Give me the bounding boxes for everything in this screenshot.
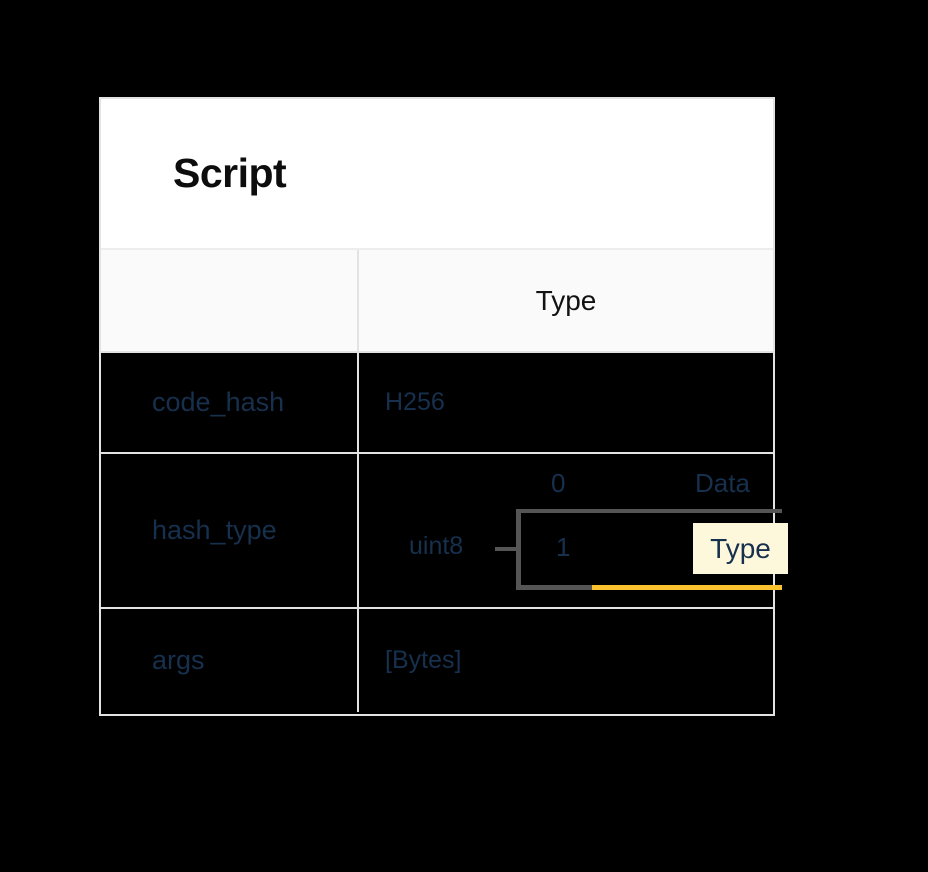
brace-branch-line-top	[516, 509, 782, 513]
header-cell-name	[101, 250, 359, 351]
hash-type-brace-diagram: uint8 0 Data 1 Type	[385, 454, 788, 607]
brace-connector-stub	[495, 547, 519, 551]
brace-branch-line-bottom-gray	[516, 585, 593, 590]
table-row: args [Bytes]	[101, 609, 773, 712]
brace-branch-label-type-text: Type	[710, 532, 771, 564]
page-title: Script	[173, 150, 287, 196]
field-name-label: code_hash	[152, 387, 285, 417]
field-type-cell: [Bytes]	[359, 609, 773, 712]
field-name-label: args	[152, 645, 205, 675]
brace-branch-line-bottom-accent	[592, 585, 782, 590]
header-cell-type: Type	[359, 250, 773, 351]
field-type-label: [Bytes]	[385, 646, 462, 674]
field-type-cell: uint8 0 Data 1 Type	[359, 454, 788, 607]
field-name-cell: code_hash	[101, 353, 359, 452]
table-header-row: Type	[101, 250, 773, 353]
brace-base-type-label: uint8	[409, 532, 464, 560]
field-type-label: H256	[385, 388, 445, 416]
brace-branch-label-type-highlight: Type	[693, 523, 788, 574]
brace-branch-value-1: 1	[556, 532, 571, 562]
header-label-type: Type	[535, 284, 597, 316]
brace-branch-label-data: Data	[695, 468, 750, 498]
brace-branch-value-0: 0	[551, 468, 566, 498]
script-struct-table: Script Type code_hash H256 hash_type uin…	[99, 97, 788, 716]
field-name-cell: args	[101, 609, 359, 712]
table-row: code_hash H256	[101, 353, 773, 454]
table-title-cell: Script	[101, 99, 773, 250]
field-name-label: hash_type	[152, 515, 277, 545]
field-type-cell: H256	[359, 353, 773, 452]
field-name-cell: hash_type	[101, 454, 359, 607]
brace-vertical-spine	[516, 509, 521, 589]
table-row: hash_type uint8 0 Data 1 Type	[101, 454, 788, 609]
